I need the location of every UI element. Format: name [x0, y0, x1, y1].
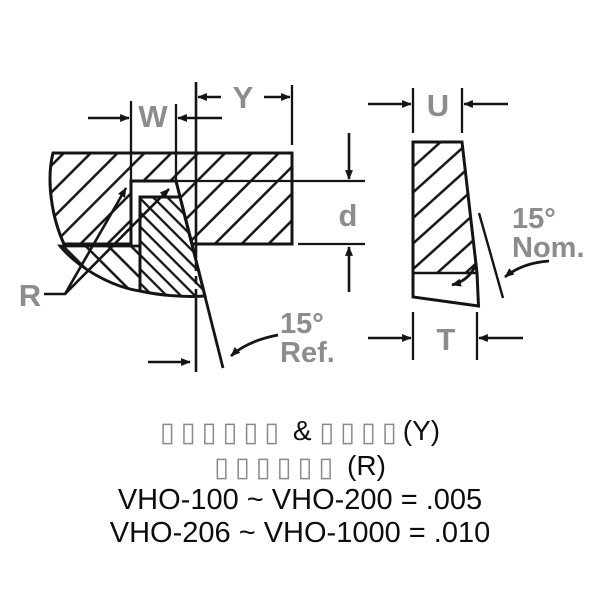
label-groove-depth: d: [339, 198, 358, 233]
radius-leader-branch-1: [63, 187, 128, 295]
ring-edge-inner-arrow: [451, 263, 478, 287]
label-ring-thickness: T: [437, 322, 456, 357]
label-angle-ref-suffix: Ref.: [280, 337, 335, 369]
footer-line-1: ▯▯▯▯▯▯ & ▯▯▯▯(Y): [0, 414, 600, 449]
tofu-boxes-group-b: ▯▯▯▯: [319, 417, 403, 448]
radius-leader-branch-2: [64, 188, 170, 295]
footer-tolerance-line-1: VHO-100 ~ VHO-200 = .005: [117, 484, 483, 516]
footer-line-2-suffix: (R): [339, 450, 386, 481]
tofu-boxes-group-c: ▯▯▯▯▯▯: [214, 452, 340, 483]
footer-line-2: ▯▯▯▯▯▯ (R): [0, 449, 600, 484]
ring-cross-section-outline: [411, 140, 481, 308]
label-angle-ref-value: 15°: [280, 308, 324, 340]
ring-cross-section-hatch: [413, 142, 477, 273]
footer-tolerance-line-2: VHO-206 ~ VHO-1000 = .010: [109, 517, 491, 549]
angle-nom-reference-line: [477, 212, 505, 299]
angle-ref-leader-curve: [230, 333, 279, 358]
slant-edge-line: [174, 180, 225, 369]
tofu-boxes-group-a: ▯▯▯▯▯▯: [159, 417, 286, 448]
label-radius: R: [19, 278, 41, 313]
footer-line-1-suffix: (Y): [402, 415, 441, 446]
label-ring-wall: U: [427, 88, 449, 123]
label-angle-nom-suffix: Nom.: [512, 232, 585, 264]
angle-nom-leader-curve: [504, 259, 550, 279]
footer-notes: ▯▯▯▯▯▯ & ▯▯▯▯(Y) ▯▯▯▯▯▯ (R) VHO-100 ~ VH…: [0, 414, 600, 550]
footer-line-1-ampersand: &: [285, 415, 320, 446]
label-groove-width: W: [138, 99, 168, 134]
label-angle-nom-value: 15°: [512, 203, 556, 235]
label-edge-margin: Y: [233, 80, 254, 115]
